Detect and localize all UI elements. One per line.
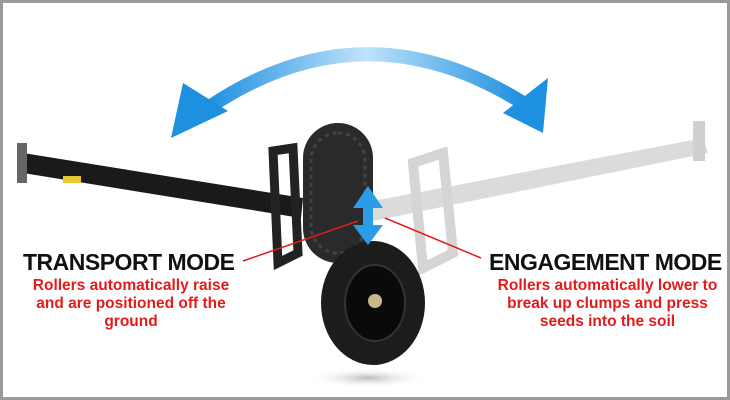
transport-mode-description: Rollers automatically raise and are posi… [32,277,230,330]
transport-hitch-arm [17,142,303,271]
wheel [321,241,425,365]
transport-leader-line [242,220,359,262]
vertical-arrow-icon [353,186,383,245]
engagement-leader-line [384,217,482,259]
roller-drum [303,123,373,263]
engagement-mode-title: ENGAGEMENT MODE [489,249,722,275]
engaged-hitch-ghost [363,121,708,276]
transport-mode-title: TRANSPORT MODE [23,249,235,275]
roller-illustration [17,47,708,388]
rotation-arrow-icon [171,47,548,138]
engagement-mode-description: Rollers automatically lower to break up … [497,277,718,330]
